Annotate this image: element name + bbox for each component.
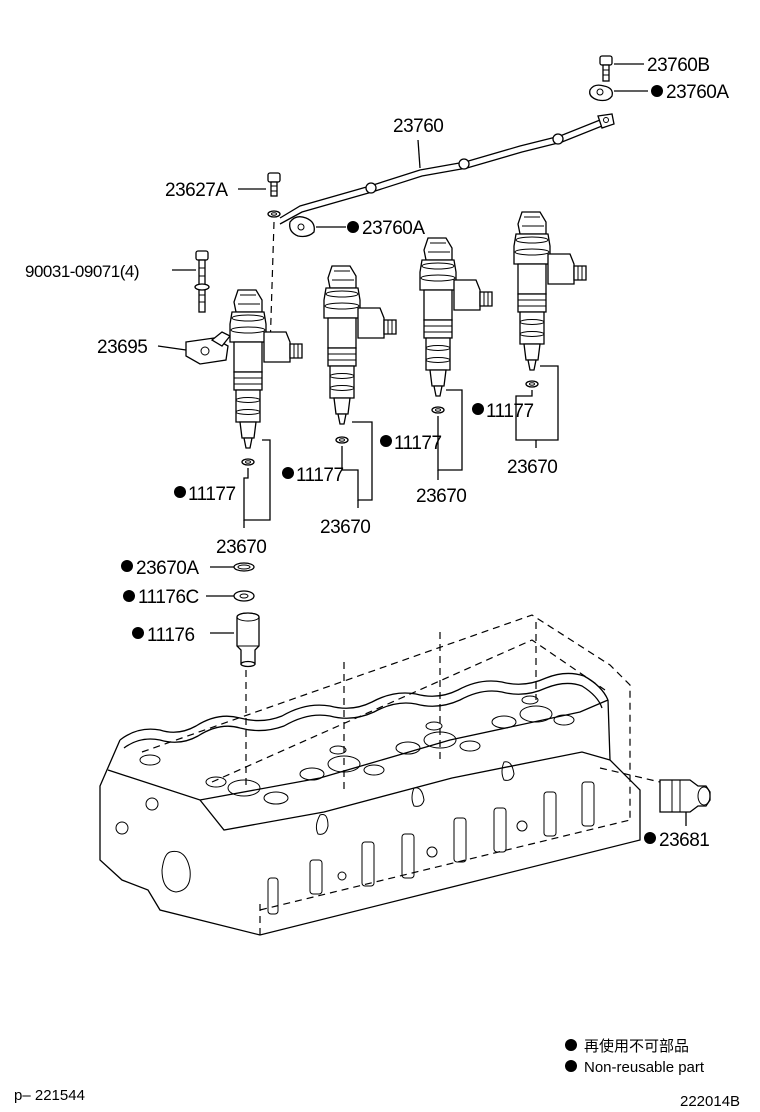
nonreusable-dot (121, 560, 133, 572)
label-23670-c: 23670 (416, 486, 466, 507)
label-11176c: 11176C (138, 587, 199, 608)
nonreusable-dot (380, 435, 392, 447)
label-23670-a: 23670 (216, 537, 266, 558)
label-23670a: 23670A (136, 558, 199, 579)
injector-3 (419, 237, 493, 414)
oring-23670a (233, 562, 255, 572)
legend-dot (565, 1039, 577, 1051)
label-23760a-top: 23760A (666, 82, 729, 103)
nonreusable-dot (174, 486, 186, 498)
label-11177-d: 11177 (486, 401, 534, 422)
bolt-90031-09071 (194, 250, 210, 313)
label-11176: 11176 (147, 625, 195, 646)
washer-23760a-top (589, 84, 613, 102)
bolt-23627a (267, 172, 281, 197)
legend-japanese: 再使用不可部品 (584, 1038, 689, 1055)
washer-23760a-mid (289, 216, 315, 238)
sleeve-11176 (236, 612, 260, 668)
label-23681: 23681 (659, 830, 709, 851)
label-23670-b: 23670 (320, 517, 370, 538)
footer-right-code: 222014B (680, 1093, 740, 1110)
leakoff-pipe-23760 (279, 113, 615, 225)
label-23760a-mid: 23760A (362, 218, 425, 239)
injector-4 (513, 211, 587, 388)
nonreusable-dot (123, 590, 135, 602)
legend-dot (565, 1060, 577, 1072)
label-11177-a: 11177 (188, 484, 236, 505)
nonreusable-dot (347, 221, 359, 233)
cylinder-head (99, 614, 641, 936)
label-11177-b: 11177 (296, 465, 344, 486)
nonreusable-dot (282, 467, 294, 479)
label-23627a: 23627A (165, 180, 228, 201)
label-11177-c: 11177 (394, 433, 442, 454)
label-23670-d: 23670 (507, 457, 557, 478)
nonreusable-dot (132, 627, 144, 639)
legend-english: Non-reusable part (584, 1059, 705, 1076)
label-23760: 23760 (393, 116, 443, 137)
gasket-11176c (233, 590, 255, 602)
label-90031-09071: 90031-09071(4) (25, 262, 139, 281)
glowplug-23681 (659, 779, 711, 813)
nonreusable-dot (644, 832, 656, 844)
nonreusable-dot (651, 85, 663, 97)
clamp-23695 (185, 331, 232, 365)
label-23695: 23695 (97, 337, 147, 358)
bolt-23760b (599, 55, 613, 82)
injector-1 (229, 289, 303, 466)
injector-2 (323, 265, 397, 444)
footer-left-code: p– 221544 (14, 1087, 85, 1104)
nonreusable-dot (472, 403, 484, 415)
label-23760b: 23760B (647, 55, 710, 76)
